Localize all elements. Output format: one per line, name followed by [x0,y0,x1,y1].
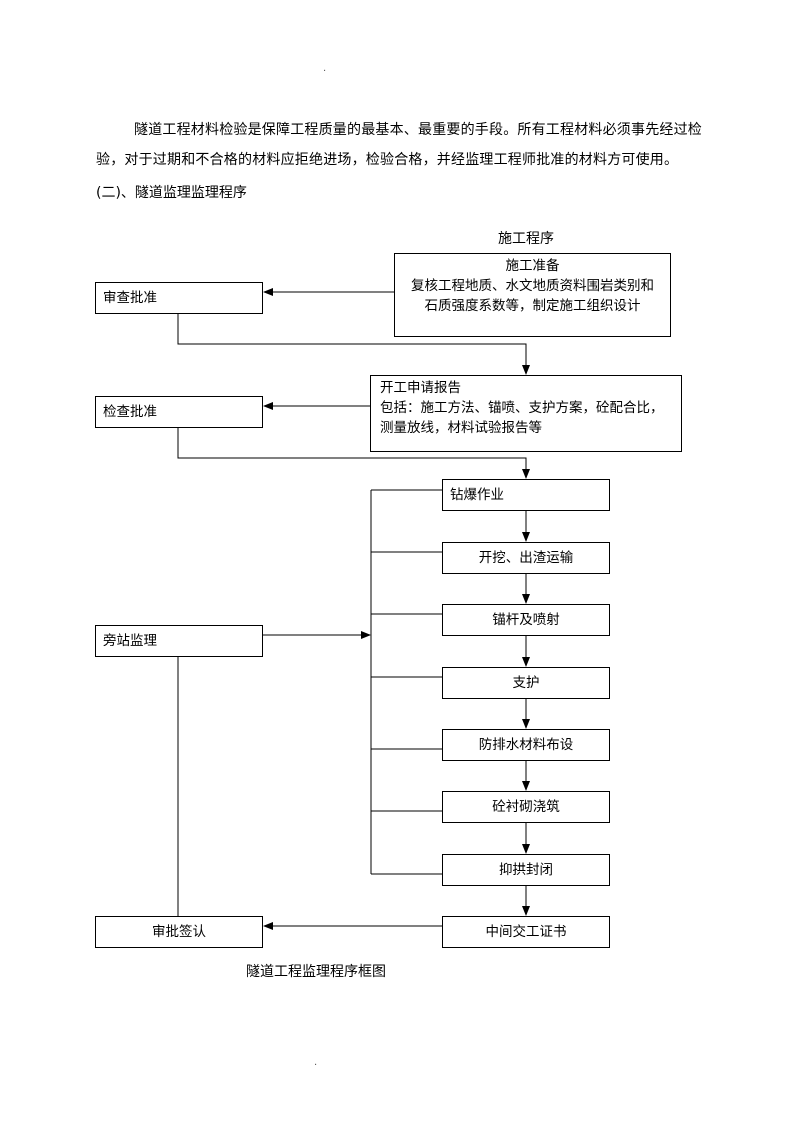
section-heading: (二)、隧道监理监理程序 [96,185,247,201]
intro-paragraph: 隧道工程材料检验是保障工程质量的最基本、最重要的手段。所有工程材料必须事先经过检… [96,122,702,168]
step-anchor-shotcrete: 锚杆及喷射 [442,604,610,636]
step-waterproof-drainage: 防排水材料布设 [442,729,610,761]
page-dot-top: . [323,63,327,74]
step-label: 钻爆作业 [450,487,504,503]
step-concrete-lining: 砼衬砌浇筑 [442,791,610,823]
flowchart-caption: 隧道工程监理程序框图 [246,964,386,980]
start-application-report-line2: 测量放线，材料试验报告等 [380,420,542,436]
construction-prep-box: 施工准备 复核工程地质、水文地质资料围岩类别和 石质强度系数等，制定施工组织设计 [394,253,671,337]
review-approval-label: 审查批准 [103,290,157,306]
onsite-supervision-label: 旁站监理 [103,633,157,649]
sign-off-label: 审批签认 [152,924,206,940]
step-label: 支护 [512,675,540,691]
step-label: 锚杆及喷射 [492,612,560,628]
step-label: 抑拱封闭 [499,862,553,878]
step-label: 中间交工证书 [485,924,567,940]
start-application-report-title: 开工申请报告 [380,380,461,396]
start-application-report-line1: 包括：施工方法、锚喷、支护方案，砼配合比， [380,400,664,416]
step-interim-handover-certificate: 中间交工证书 [442,916,610,948]
step-label: 防排水材料布设 [478,737,574,753]
inspect-approval-box: 检查批准 [95,396,263,428]
construction-prep-line1: 复核工程地质、水文地质资料围岩类别和 [411,278,654,294]
construction-procedure-header: 施工程序 [498,231,554,247]
step-invert-closure: 抑拱封闭 [442,854,610,886]
inspect-approval-label: 检查批准 [103,404,157,420]
step-excavation-mucking: 开挖、出渣运输 [442,542,610,574]
step-label: 开挖、出渣运输 [478,550,574,566]
construction-prep-title: 施工准备 [505,258,560,274]
step-label: 砼衬砌浇筑 [492,799,560,815]
start-application-report-box: 开工申请报告 包括：施工方法、锚喷、支护方案，砼配合比， 测量放线，材料试验报告… [370,375,682,452]
review-approval-box: 审查批准 [95,282,263,314]
sign-off-box: 审批签认 [95,916,263,948]
onsite-supervision-box: 旁站监理 [95,625,263,657]
step-support: 支护 [442,667,610,699]
page-dot-bottom: . [314,1057,318,1068]
step-drill-blasting: 钻爆作业 [442,479,610,511]
construction-prep-line2: 石质强度系数等，制定施工组织设计 [424,298,641,314]
